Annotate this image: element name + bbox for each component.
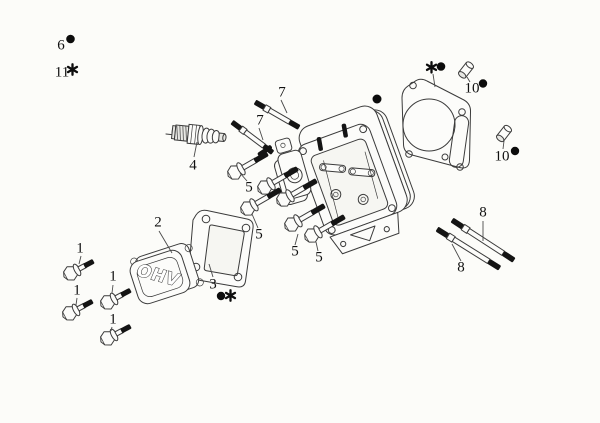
dot-marker-head	[372, 94, 382, 104]
dot-marker-10-1	[478, 79, 488, 88]
cover-bolt-2	[58, 294, 97, 324]
callout-7-label-1: 7	[278, 84, 286, 101]
stud-7-2	[229, 119, 276, 156]
cover-bolt-3	[96, 283, 135, 313]
dot-marker-10-2	[510, 146, 520, 156]
cylinder-head-assembly	[257, 105, 415, 255]
head-gasket	[401, 78, 472, 171]
callout-10-label-1: 10	[464, 80, 480, 97]
callout-7-label-2: 7	[256, 112, 264, 129]
dot-marker-6	[66, 34, 75, 44]
callout-1-label-2: 1	[73, 282, 81, 299]
callout-5-label-3: 5	[291, 243, 299, 260]
asterisk-marker-head-gasket	[425, 60, 438, 74]
asterisk-marker-3	[224, 289, 237, 302]
callout-1-label-3: 1	[109, 268, 117, 285]
dowel-cap-2	[494, 123, 514, 144]
callout-1-label-1: 1	[76, 240, 84, 257]
callout-10-label-2: 10	[494, 148, 510, 165]
callout-8-label-2: 8	[457, 259, 465, 276]
valve-cover: OHV	[129, 243, 204, 305]
callout-5-label-4: 5	[315, 249, 323, 266]
head-bolt-1	[223, 146, 272, 184]
dot-marker-head-gasket	[436, 62, 446, 71]
leader-lines	[75, 73, 505, 332]
callout-5-label-1: 5	[245, 179, 253, 196]
callout-6-label: 6	[57, 37, 65, 54]
asterisk-marker-11	[66, 63, 79, 76]
callout-2-label: 2	[154, 214, 162, 231]
cover-bolt-1	[59, 254, 98, 284]
callout-11-label: 11	[54, 64, 70, 81]
callout-5-label-2: 5	[255, 226, 263, 243]
dot-marker-3	[216, 291, 226, 301]
valve-cover-gasket	[188, 209, 254, 288]
callout-8-label-1: 8	[479, 204, 487, 221]
callout-1-label-4: 1	[109, 311, 117, 328]
dowel-cap-1	[456, 60, 476, 80]
callout-3-label: 3	[209, 276, 217, 293]
callout-4-label: 4	[189, 157, 197, 174]
spark-plug	[165, 123, 227, 146]
